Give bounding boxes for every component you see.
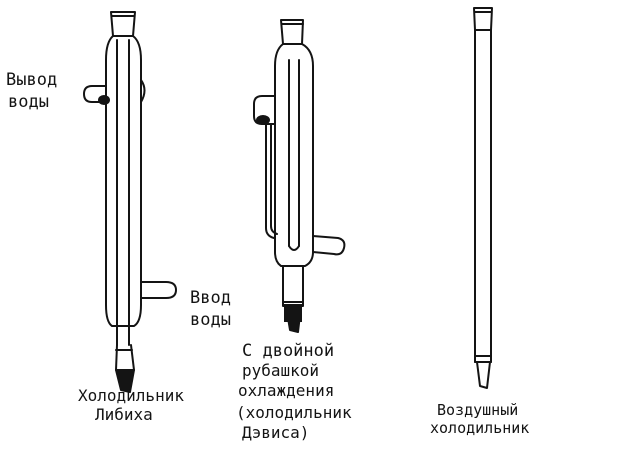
liebig-lower-joint xyxy=(115,344,135,371)
liebig-outlet-label-line2: воды xyxy=(8,92,49,112)
air-tube xyxy=(474,29,492,363)
liebig-inlet-label-line1: Ввод xyxy=(190,288,231,308)
liebig-water-outlet xyxy=(83,85,107,103)
air-caption-line1: Воздушный xyxy=(437,401,519,419)
liebig-jacket xyxy=(105,35,142,327)
davies-caption-line1: С двойной xyxy=(242,341,335,361)
liebig-outlet-label-line1: Вывод xyxy=(6,70,58,90)
davies-inner-tube xyxy=(288,59,300,247)
air-condenser xyxy=(473,7,493,389)
davies-caption-line3: охлаждения xyxy=(238,381,335,400)
davies-caption-line5: Дэвиса) xyxy=(242,423,310,442)
liebig-condenser xyxy=(83,11,177,393)
liebig-inlet-label-line2: воды xyxy=(190,310,231,330)
air-drip-tip xyxy=(476,361,491,389)
davies-caption-line2: рубашкой xyxy=(242,361,320,380)
liebig-water-inlet xyxy=(140,281,177,299)
davies-side-tube xyxy=(265,123,278,239)
davies-outer-jacket xyxy=(274,43,314,267)
liebig-caption-line1: Холодильник xyxy=(78,386,184,405)
davies-water-inlet xyxy=(312,235,346,256)
liebig-drip-tip xyxy=(115,369,135,393)
davies-caption-line4: (холодильник xyxy=(236,403,352,422)
air-caption-line2: холодильник xyxy=(430,419,530,437)
liebig-caption-line2: Либиха xyxy=(95,405,153,424)
davies-condenser xyxy=(253,19,346,333)
